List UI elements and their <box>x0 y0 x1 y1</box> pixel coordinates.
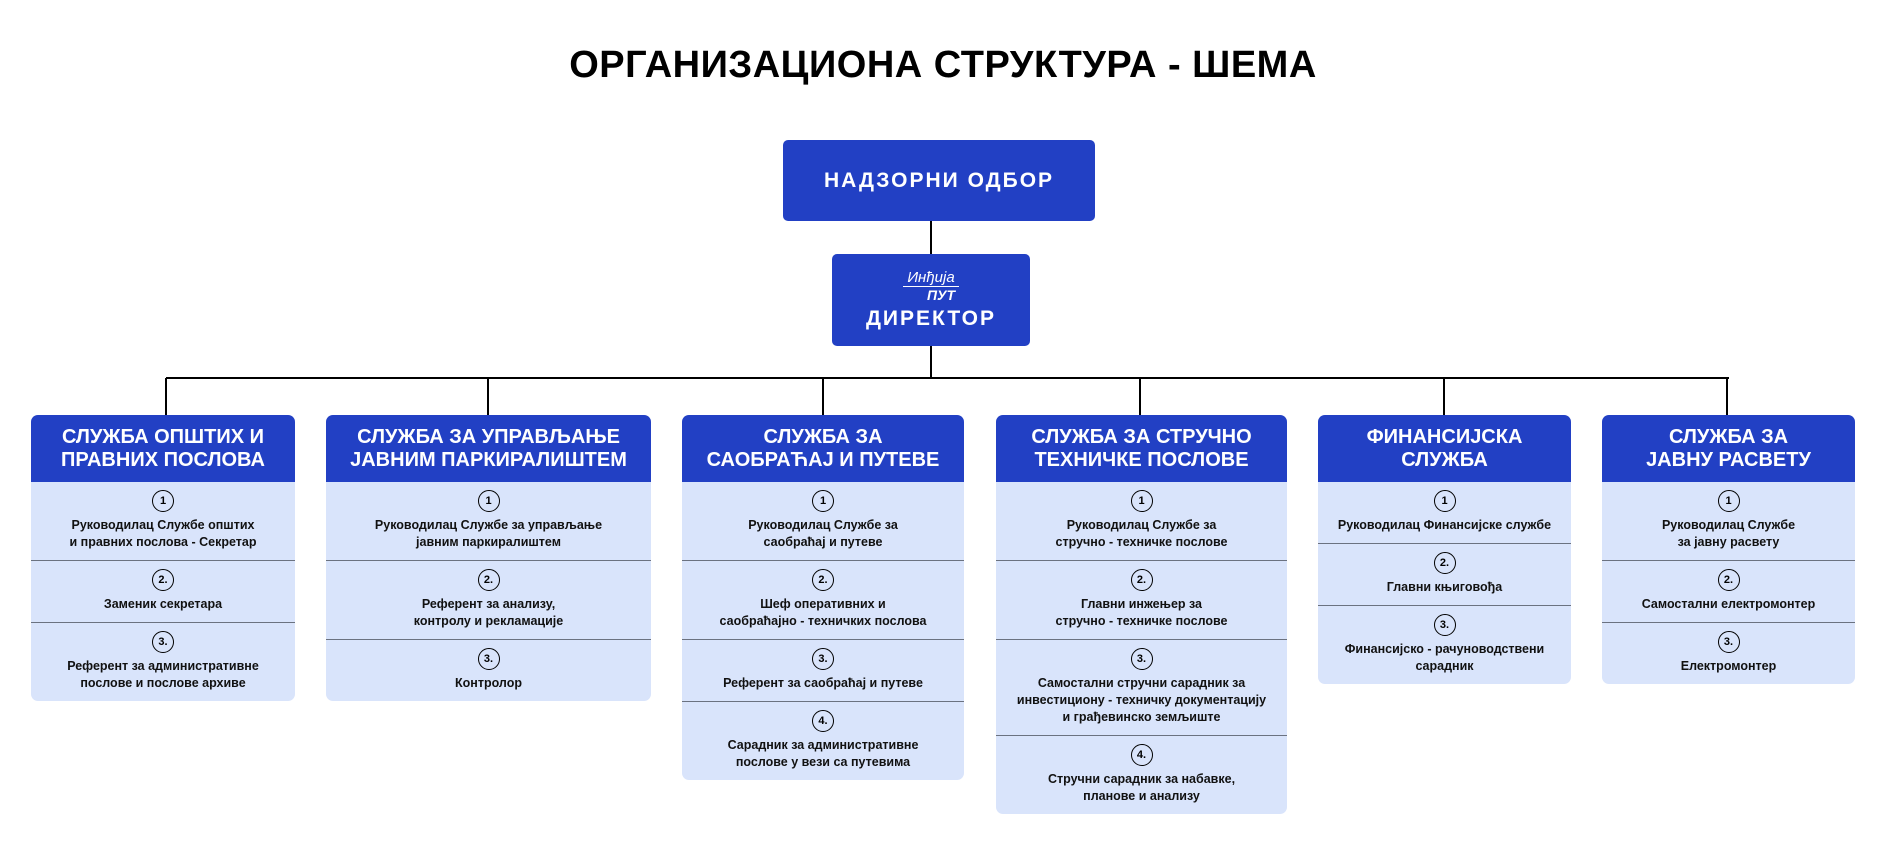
position-item: 2. Шеф оперативних и саобраћајно - технич… <box>682 560 964 639</box>
position-item: 2. Главни инжењер за стручно - техничке п… <box>996 560 1287 639</box>
position-number-badge: 1 <box>1433 490 1456 512</box>
position-number-badge: 3. <box>812 648 834 670</box>
position-title: Руководилац Службе за јавну расвету <box>1661 518 1796 549</box>
position-number-badge: 1 <box>152 490 174 512</box>
position-item: 2. Самостални електромонтер <box>1602 560 1855 622</box>
position-number-badge: 2. <box>812 569 834 591</box>
director-label: ДИРЕКТОР <box>865 307 997 330</box>
position-number-badge: 1 <box>812 490 834 512</box>
position-number-badge: 2. <box>1433 552 1456 574</box>
connector-department <box>487 378 489 415</box>
company-logo: Инђија ПУТ <box>903 269 959 303</box>
supervisory-board-box: НАДЗОРНИ ОДБОР <box>783 140 1095 221</box>
position-number-badge: 3. <box>1130 648 1153 670</box>
department-title: СЛУЖБА ЗА ЈАВНУ РАСВЕТУ <box>1602 415 1855 482</box>
department-box: СЛУЖБА ЗА УПРАВЉАЊЕ ЈАВНИМ ПАРКИРАЛИШТЕМ… <box>326 415 651 701</box>
position-item: 3. Финансијско - рачуноводствени сарадник <box>1318 605 1571 684</box>
position-title: Контролор <box>455 676 522 690</box>
department-title: СЛУЖБА ЗА СТРУЧНО ТЕХНИЧКЕ ПОСЛОВЕ <box>996 415 1287 482</box>
position-number-badge: 4. <box>812 710 834 732</box>
position-title: Шеф оперативних и саобраћајно - технички… <box>719 597 927 628</box>
supervisory-board-label: НАДЗОРНИ ОДБОР <box>823 168 1055 192</box>
logo-text-2: ПУТ <box>926 287 956 303</box>
position-item: 2. Главни књиговођа <box>1318 543 1571 605</box>
department-title: СЛУЖБА ЗА УПРАВЉАЊЕ ЈАВНИМ ПАРКИРАЛИШТЕМ <box>326 415 651 482</box>
position-title: Стручни сарадник за набавке, планове и а… <box>1047 772 1236 803</box>
department-title: ФИНАНСИЈСКА СЛУЖБА <box>1318 415 1571 482</box>
position-item: 3. Референт за саобраћај и путеве <box>682 639 964 701</box>
position-title: Референт за саобраћај и путеве <box>723 676 923 690</box>
position-title: Сарадник за административне послове у ве… <box>727 738 919 769</box>
position-number-badge: 2. <box>1717 569 1740 591</box>
position-title: Главни инжењер за стручно - техничке пос… <box>1055 597 1228 628</box>
position-title: Самостални стручни сарадник за инвестици… <box>1016 676 1267 724</box>
position-title: Руководилац Службе за стручно - техничке… <box>1055 518 1228 549</box>
position-title: Електромонтер <box>1680 659 1777 673</box>
position-title: Руководилац Службе општих и правних посл… <box>69 518 257 549</box>
position-number-badge: 2. <box>152 569 174 591</box>
connector-department <box>1139 378 1141 415</box>
logo-text-1: Инђија <box>903 269 959 287</box>
connector-department <box>1443 378 1445 415</box>
position-item: 3. Самостални стручни сарадник за инвести… <box>996 639 1287 735</box>
position-item: 3. Референт за административне послове и … <box>31 622 295 701</box>
page-title: ОРГАНИЗАЦИОНА СТРУКТУРА - ШЕМА <box>569 44 1317 86</box>
position-number-badge: 3. <box>1433 614 1456 636</box>
connector-director-bus <box>930 346 932 379</box>
position-title: Руководилац Финансијске службе <box>1337 518 1552 532</box>
position-item: 2. Заменик секретара <box>31 560 295 622</box>
connector-department <box>822 378 824 415</box>
position-number-badge: 4. <box>1130 744 1153 766</box>
position-number-badge: 3. <box>477 648 500 670</box>
position-title: Финансијско - рачуноводствени сарадник <box>1344 642 1545 673</box>
position-item: 2. Референт за анализу, контролу и реклам… <box>326 560 651 639</box>
position-number-badge: 3. <box>152 631 174 653</box>
position-item: 4. Сарадник за административне послове у … <box>682 701 964 780</box>
department-title: СЛУЖБА ОПШТИХ И ПРАВНИХ ПОСЛОВА <box>31 415 295 482</box>
director-box: Инђија ПУТ ДИРЕКТОР <box>832 254 1030 346</box>
position-number-badge: 2. <box>477 569 500 591</box>
position-title: Главни књиговођа <box>1386 580 1503 594</box>
position-item: 3. Контролор <box>326 639 651 701</box>
position-title: Самостални електромонтер <box>1641 597 1816 611</box>
position-title: Заменик секретара <box>103 597 223 611</box>
position-number-badge: 3. <box>1717 631 1740 653</box>
connector-department <box>1726 378 1728 415</box>
position-item: 3. Електромонтер <box>1602 622 1855 684</box>
position-number-badge: 1 <box>1717 490 1740 512</box>
position-title: Руководилац Службе за саобраћај и путеве <box>748 518 898 549</box>
department-title: СЛУЖБА ЗА САОБРАЋАЈ И ПУТЕВЕ <box>682 415 964 482</box>
position-title: Референт за анализу, контролу и рекламац… <box>413 597 564 628</box>
position-item: 4. Стручни сарадник за набавке, планове и… <box>996 735 1287 814</box>
position-number-badge: 1 <box>477 490 500 512</box>
position-number-badge: 2. <box>1130 569 1153 591</box>
position-number-badge: 1 <box>1130 490 1153 512</box>
connector-horizontal-bus <box>166 377 1729 379</box>
connector-department <box>165 378 167 415</box>
position-title: Референт за административне послове и по… <box>67 659 259 690</box>
connector-board-director <box>930 221 932 254</box>
position-title: Руководилац Службе за управљање јавним п… <box>374 518 603 549</box>
